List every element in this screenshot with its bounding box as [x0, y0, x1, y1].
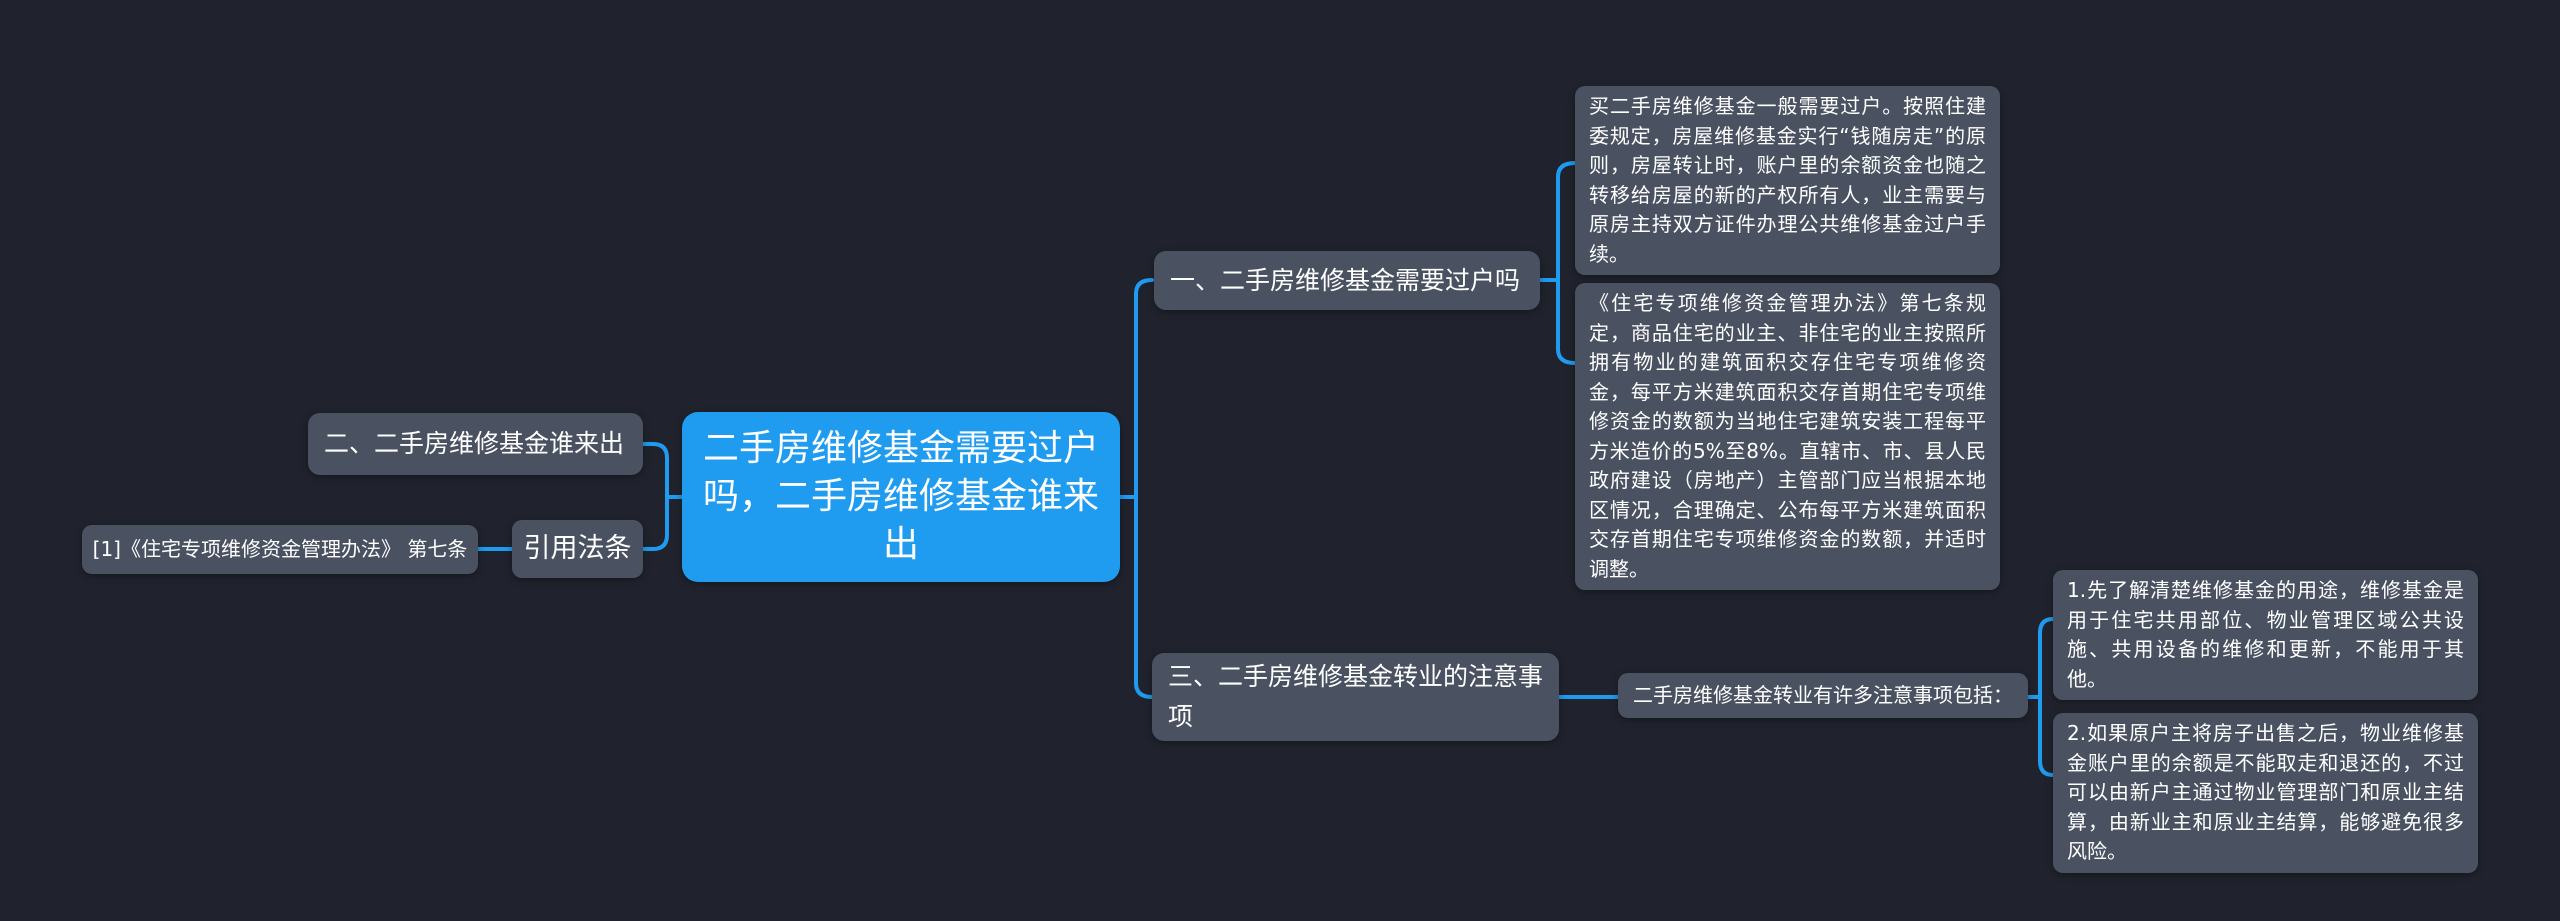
- connector-branch1-trunk: [1556, 161, 1577, 365]
- connector-right-trunk: [1134, 278, 1154, 699]
- branch1-note-2[interactable]: 《住宅专项维修资金管理办法》第七条规定，商品住宅的业主、非住宅的业主按照所拥有物…: [1575, 283, 2000, 590]
- reference-node[interactable]: 引用法条: [512, 520, 643, 578]
- branch3-note-1[interactable]: 1.先了解清楚维修基金的用途，维修基金是用于住宅共用部位、物业管理区域公共设施、…: [2053, 570, 2478, 700]
- branch1-note-1[interactable]: 买二手房维修基金一般需要过户。按照住建委规定，房屋维修基金实行“钱随房走”的原则…: [1575, 86, 2000, 275]
- root-node[interactable]: 二手房维修基金需要过户吗，二手房维修基金谁来出: [682, 412, 1120, 582]
- connector-left-trunk: [641, 442, 669, 551]
- connector-branch3-trunk: [2038, 617, 2055, 777]
- branch3-node[interactable]: 三、二手房维修基金转业的注意事项: [1152, 653, 1559, 741]
- branch3-intro-node[interactable]: 二手房维修基金转业有许多注意事项包括：: [1618, 673, 2028, 718]
- reference-source-node[interactable]: [1]《住宅专项维修资金管理办法》 第七条: [82, 525, 478, 574]
- branch2-node[interactable]: 二、二手房维修基金谁来出: [308, 413, 643, 475]
- branch1-node[interactable]: 一、二手房维修基金需要过户吗: [1154, 251, 1540, 310]
- branch3-note-2[interactable]: 2.如果原户主将房子出售之后，物业维修基金账户里的余额是不能取走和退还的，不过可…: [2053, 713, 2478, 873]
